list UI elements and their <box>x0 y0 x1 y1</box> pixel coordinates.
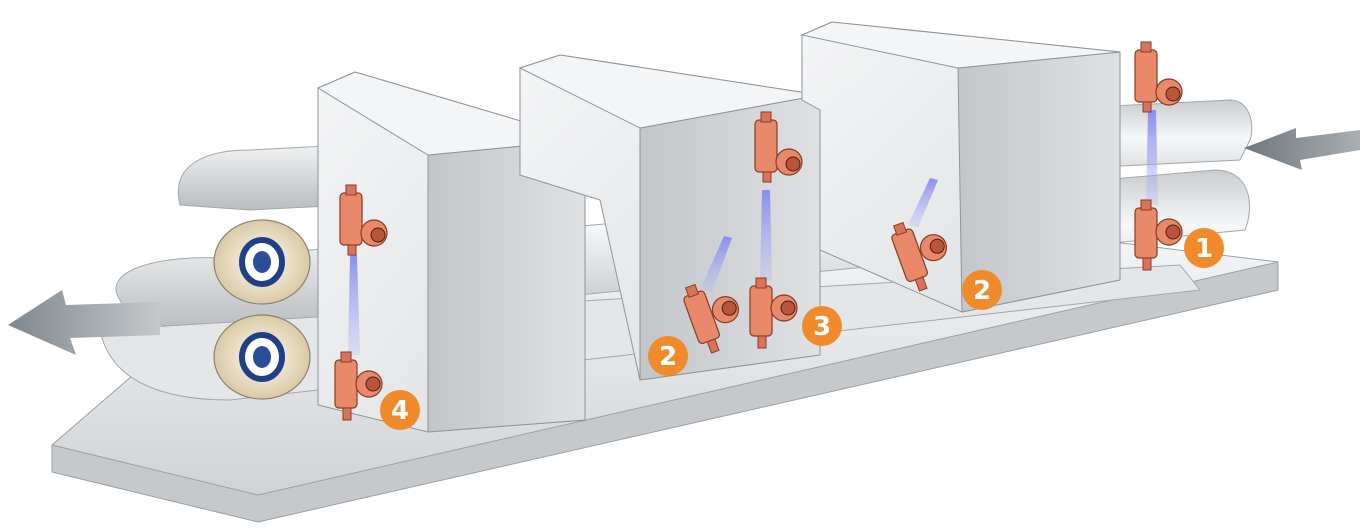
badge-label: 3 <box>813 312 831 342</box>
badge: 4 <box>380 390 420 430</box>
spray-valve-icon <box>1135 42 1182 112</box>
badge-label: 2 <box>659 342 677 372</box>
brush-roller-top <box>214 220 310 304</box>
arrow-left-icon <box>1244 128 1360 170</box>
badge: 3 <box>802 306 842 346</box>
badge-label: 1 <box>1195 234 1213 264</box>
badge-label: 2 <box>973 276 991 306</box>
brush-roller-bottom <box>214 315 310 399</box>
badge: 2 <box>962 270 1002 310</box>
badge: 1 <box>1184 228 1224 268</box>
badge: 2 <box>648 336 688 376</box>
badge-label: 4 <box>391 396 409 426</box>
